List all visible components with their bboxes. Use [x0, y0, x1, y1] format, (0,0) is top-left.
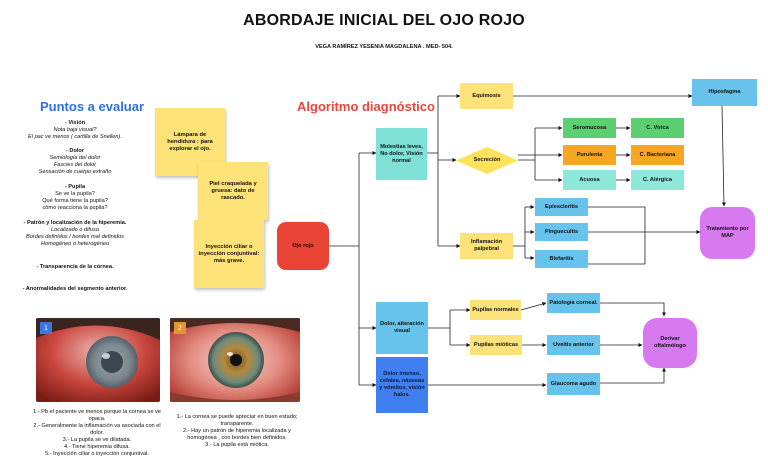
- eval-item-dolor: - Dolor Semiología del dolor Fascies del…: [0, 148, 150, 176]
- node-dolor-intenso: Dolor intenso, cefalea, náuseas y vómito…: [376, 357, 428, 413]
- item-line: Semiología del dolor: [49, 155, 101, 161]
- caption-line: 4.- Tiene hiperemia difusa.: [64, 444, 130, 450]
- eye-photo-left: [36, 318, 160, 402]
- item-heading: - Anormalidades del segmento anterior.: [22, 286, 128, 292]
- node-c-virica: C. Vírica: [631, 118, 684, 138]
- item-line: Nota baja visual?: [53, 127, 97, 133]
- photo-badge-2: 2: [174, 322, 186, 334]
- sticky-note-inyeccion: Inyección ciliar o inyección conjuntival…: [194, 220, 264, 288]
- item-heading: - Pupila: [64, 184, 86, 190]
- caption-left: 1.- Pb el paciente ve menos porque la co…: [30, 409, 164, 458]
- node-glaucoma-agudo: Glaucoma agudo: [547, 373, 600, 395]
- item-heading: - Transparencia de la córnea.: [36, 264, 114, 270]
- eye-photo-right: [170, 318, 300, 402]
- caption-line: 5.- Inyección ciliar o inyección conjunt…: [45, 451, 149, 457]
- node-hiposfagma: Hiposfagma: [692, 79, 757, 106]
- item-line: El pac ve menos ( cartilla de Snellen).: [28, 134, 122, 140]
- node-inflamacion-palpebral: Inflamación palpebral: [460, 233, 513, 259]
- page-title: ABORDAJE INICIAL DEL OJO ROJO: [243, 12, 525, 29]
- decision-diamond: [456, 147, 518, 174]
- node-blefaritis: Blefaritis: [535, 250, 588, 268]
- sticky-note-piel: Piel craquelada y gruesa: dato de rascad…: [198, 162, 268, 220]
- item-line: Localizado o difuso: [51, 227, 99, 233]
- algorithm-title: Algoritmo diagnóstico: [297, 99, 435, 114]
- eval-item-pupila: - Pupila Se ve la pupila? Qué forma tien…: [0, 184, 150, 212]
- item-heading: - Patrón y localización de la hiperemia.: [23, 220, 127, 226]
- badge-number: 1: [44, 324, 48, 332]
- left-section-title: Puntos a evaluar: [40, 99, 145, 114]
- caption-line: 3.- La pupila se ve dilatada.: [62, 437, 132, 443]
- author-line: VEGA RAMÍREZ YESENIA MAGDALENA . MED- 50…: [315, 44, 453, 50]
- node-seromucosa: Seromucosa: [563, 118, 616, 138]
- node-molestias-leves: Molestias leves, No dolor, Visión normal: [376, 128, 427, 180]
- item-line: cómo reacciona la pupila?: [42, 205, 108, 211]
- caption-line: 3.- La pupila está miótica.: [205, 442, 269, 448]
- node-tratamiento-map: Tratamiento por MAP: [700, 207, 755, 259]
- node-ojo-rojo: Ojo rojo: [277, 222, 329, 270]
- item-heading: - Visión: [64, 120, 86, 126]
- node-epiescleritis: Epiescleritis: [535, 198, 588, 216]
- eval-item-segmento: - Anormalidades del segmento anterior.: [0, 286, 150, 293]
- node-pinguecultis: Pinguecultis: [535, 223, 588, 241]
- item-line: Homogéneo o heterogéneo: [40, 241, 110, 247]
- node-dolor-alteracion: Dolor, alteración visual: [376, 302, 428, 354]
- item-heading: - Dolor: [65, 148, 85, 154]
- eye-illustration-right: [170, 318, 300, 402]
- item-line: Bordes definidos / bordes mal definidos: [26, 234, 124, 240]
- item-line: Se ve la pupila?: [55, 191, 95, 197]
- item-line: Fascies del dolor: [53, 162, 97, 168]
- node-pupilas-mioticas: Pupilas mióticas: [470, 335, 522, 355]
- caption-line: 1.- Pb el paciente ve menos porque la co…: [33, 409, 161, 422]
- node-uveitis-anterior: Uveítis anterior: [547, 335, 600, 355]
- badge-number: 2: [178, 324, 182, 332]
- node-pupilas-normales: Pupilas normales: [470, 300, 521, 320]
- caption-right: 1.- La cornea se puede apreciar en buen …: [174, 414, 300, 449]
- caption-line: 2.- Hay un patrón de hiperemia localizad…: [183, 428, 291, 441]
- eval-item-cornea: - Transparencia de la córnea.: [0, 264, 150, 271]
- item-line: Qué forma tiene la pupila?: [42, 198, 108, 204]
- node-acuosa: Acuosa: [563, 170, 616, 190]
- node-patologia-corneal: Patología corneal.: [547, 293, 600, 313]
- caption-line: 2.- Generalmente la inflamación va asoci…: [33, 423, 161, 436]
- node-derivar-oftalmologo: Derivar oftalmólogo: [643, 318, 697, 368]
- eval-item-vision: - Visión Nota baja visual? El pac ve men…: [0, 120, 150, 141]
- photo-badge-1: 1: [40, 322, 52, 334]
- node-purulenta: Purulenta: [563, 145, 616, 165]
- node-c-alergica: C. Alérgica: [631, 170, 684, 190]
- eye-illustration-left: [36, 318, 160, 402]
- node-c-bacteriana: C. Bacteriana: [631, 145, 684, 165]
- node-secrecion: Secreción: [473, 157, 501, 163]
- item-line: Sensación de cuerpo extraño: [38, 169, 112, 175]
- eval-item-hiperemia: - Patrón y localización de la hiperemia.…: [0, 220, 150, 248]
- node-equimosis: Equimosis: [460, 83, 513, 109]
- caption-line: 1.- La cornea se puede apreciar en buen …: [176, 414, 298, 427]
